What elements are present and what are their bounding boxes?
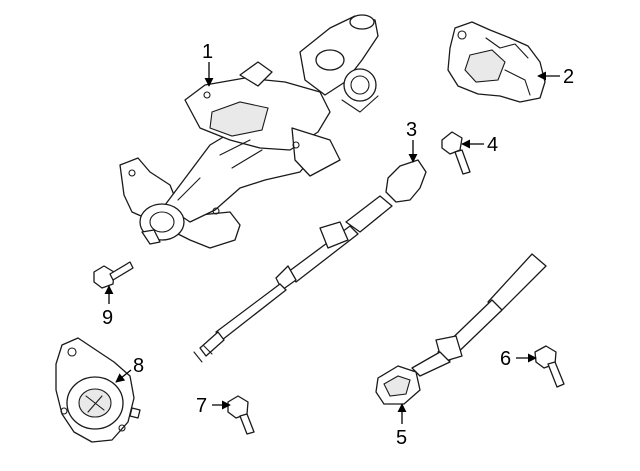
bolt-7	[227, 395, 255, 435]
callout-6: 6	[500, 348, 511, 370]
callout-2: 2	[563, 66, 574, 88]
callout-4: 4	[487, 134, 498, 156]
intermediate-shaft-lower	[375, 253, 547, 405]
callout-3: 3	[406, 119, 417, 141]
lock-housing-module	[447, 21, 546, 103]
leader-lines	[104, 62, 560, 424]
callout-labels: 1 2 3 4 5 6 7 8 9	[102, 41, 574, 449]
leader-8	[115, 369, 132, 383]
callout-8: 8	[133, 355, 144, 377]
bolt-4	[441, 131, 471, 175]
intermediate-shaft-upper	[193, 159, 427, 363]
callout-1: 1	[202, 41, 213, 63]
callout-5: 5	[396, 427, 407, 449]
bearing-plate	[55, 337, 141, 443]
bolt-6	[534, 345, 565, 388]
callout-7: 7	[196, 395, 207, 417]
callout-9: 9	[102, 307, 113, 329]
bolt-9	[93, 261, 134, 289]
steering-column-assembly	[119, 14, 379, 249]
